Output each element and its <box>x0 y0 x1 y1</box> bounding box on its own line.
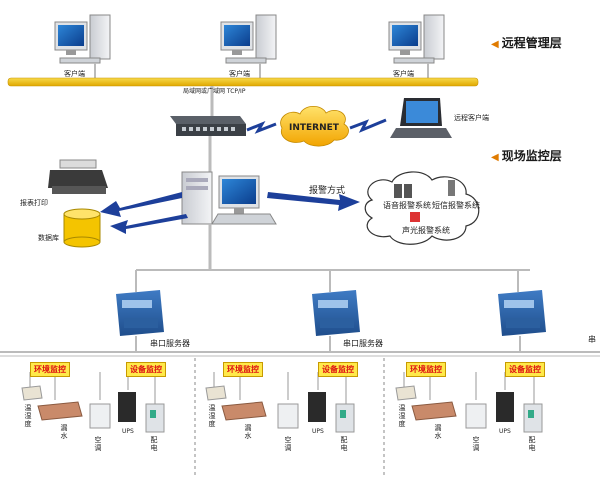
zone-1-devices <box>21 372 165 433</box>
internet-cloud <box>280 105 349 147</box>
serial-server-1 <box>116 290 164 336</box>
ups-label-1: UPS <box>122 428 134 435</box>
remote-layer-label: ◀远程管理层 <box>491 36 562 50</box>
leak-label-2: 漏水 <box>244 424 252 440</box>
dev-tag-2: 设备监控 <box>318 362 358 377</box>
temp-humidity-label-2: 温湿度 <box>208 404 216 428</box>
temp-humidity-label-3: 温湿度 <box>398 404 406 428</box>
client-pc-1 <box>54 14 111 64</box>
power-label-2: 配电 <box>340 436 348 452</box>
database <box>63 208 101 248</box>
sms-alarm-label: 短信报警系统 <box>432 201 480 210</box>
serial-server-label-1: 串口服务器 <box>150 339 190 348</box>
database-label: 数据库 <box>38 234 59 242</box>
serial-server-2 <box>312 290 360 336</box>
power-label-1: 配电 <box>150 436 158 452</box>
env-tag-1: 环境监控 <box>30 362 70 377</box>
serial-server-label-2: 串口服务器 <box>343 339 383 348</box>
arrow-to-printer <box>100 192 182 217</box>
bus-label: 局域网或广域网 TCP/IP <box>183 88 246 95</box>
power-label-3: 配电 <box>528 436 536 452</box>
temp-humidity-label-1: 温湿度 <box>24 404 32 428</box>
arrow-to-alarm <box>267 192 360 211</box>
env-tag-3: 环境监控 <box>406 362 446 377</box>
ac-label-2: 空调 <box>284 436 292 452</box>
client-label-1: 客户端 <box>64 70 85 78</box>
client-pc-2 <box>220 14 277 64</box>
client-pc-3 <box>388 14 445 64</box>
serial-server-label-3: 串 <box>588 335 596 344</box>
alarm-mode-label: 报警方式 <box>309 186 346 196</box>
client-label-3: 客户端 <box>393 70 414 78</box>
arrow-to-database <box>110 214 188 234</box>
zone-3-devices <box>395 372 543 433</box>
dev-tag-3: 设备监控 <box>505 362 545 377</box>
dev-tag-1: 设备监控 <box>126 362 166 377</box>
sound-light-alarm-label: 声光报警系统 <box>402 226 450 235</box>
leak-label-1: 漏水 <box>60 424 68 440</box>
ups-label-2: UPS <box>312 428 324 435</box>
central-server <box>181 171 277 225</box>
lan-bus <box>7 77 479 87</box>
remote-client-label: 远程客户端 <box>454 114 489 122</box>
client-label-2: 客户端 <box>229 70 250 78</box>
alarm-cloud <box>364 171 480 245</box>
ac-label-1: 空调 <box>94 436 102 452</box>
network-switch <box>170 116 246 136</box>
ac-label-3: 空调 <box>472 436 480 452</box>
serial-server-3 <box>498 290 546 336</box>
zone-2-devices <box>205 372 355 433</box>
leak-label-3: 漏水 <box>434 424 442 440</box>
remote-laptop <box>390 98 452 138</box>
printer <box>48 159 108 194</box>
field-layer-label: ◀现场监控层 <box>491 149 562 163</box>
internet-label: INTERNET <box>289 123 339 133</box>
voice-alarm-label: 语音报警系统 <box>383 201 431 210</box>
ups-label-3: UPS <box>499 428 511 435</box>
print-label: 报表打印 <box>20 199 48 207</box>
env-tag-2: 环境监控 <box>223 362 263 377</box>
